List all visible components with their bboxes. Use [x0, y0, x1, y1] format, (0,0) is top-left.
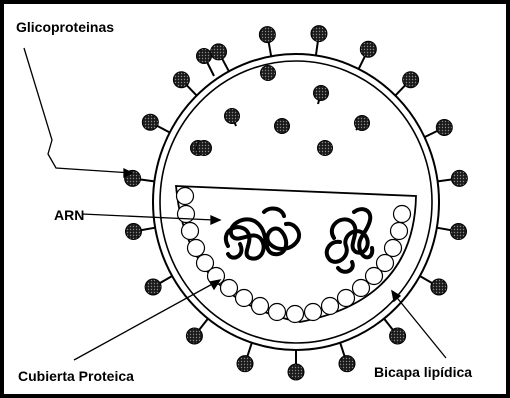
- capsomere: [287, 306, 304, 323]
- glycoprotein-spike: [259, 27, 275, 57]
- protein-coat-capsid: [176, 186, 416, 323]
- interior-glycoprotein: [225, 109, 240, 127]
- interior-glycoprotein: [314, 86, 329, 105]
- capsomere: [221, 280, 238, 297]
- capsomere: [338, 290, 355, 307]
- interior-glycoprotein: [318, 141, 333, 156]
- glycoprotein-spike: [438, 170, 468, 186]
- capsomere: [305, 304, 322, 321]
- capsomere: [391, 223, 408, 240]
- glycoprotein-spike: [186, 319, 208, 344]
- glycoprotein-spike: [145, 276, 172, 295]
- rna-label: ARN: [54, 207, 84, 223]
- protein-coat-label: Cubierta Proteica: [18, 368, 134, 384]
- protein-coat-arrow-line: [74, 282, 216, 360]
- capsomere: [178, 206, 195, 223]
- interior-glycoprotein: [197, 141, 212, 156]
- glycoprotein-spike: [359, 41, 377, 69]
- capsomere: [188, 240, 205, 257]
- capsomere: [236, 290, 253, 307]
- lipid-bilayer-label: Bicapa lipídica: [374, 364, 472, 380]
- glycoprotein-spike: [288, 350, 304, 380]
- lipid-bilayer-arrow-line: [394, 294, 446, 358]
- capsomere: [394, 206, 411, 223]
- glycoprotein-spike: [384, 319, 406, 344]
- capsomere: [385, 240, 402, 257]
- glycoprotein-spike: [395, 72, 418, 96]
- capsomere: [377, 255, 394, 272]
- capsomere: [322, 298, 339, 315]
- glycoprotein-spike: [437, 224, 467, 240]
- glycoprotein-spike: [425, 119, 453, 137]
- interior-glycoprotein: [355, 116, 370, 131]
- capsomere: [269, 304, 286, 321]
- capsomere: [182, 223, 199, 240]
- glycoproteins-label: Glicoproteinas: [16, 19, 114, 35]
- interior-glycoproteins: [191, 49, 370, 156]
- capsomere: [252, 298, 269, 315]
- glycoprotein-spike: [142, 114, 169, 132]
- interior-glycoprotein: [261, 66, 276, 81]
- capsomere: [177, 188, 194, 205]
- glycoprotein-spike: [311, 26, 327, 56]
- glycoprotein-spike: [339, 343, 355, 372]
- capsomere: [353, 280, 370, 297]
- glycoprotein-spike: [173, 72, 196, 96]
- glycoprotein-spike: [126, 224, 156, 240]
- glycoprotein-spike: [237, 343, 253, 372]
- glycoprotein-spike: [420, 276, 447, 295]
- interior-glycoprotein: [275, 119, 290, 134]
- glycoprotein-spike: [211, 44, 229, 71]
- virus-diagram: [4, 4, 506, 394]
- glycoprotein-arrow-line: [24, 48, 132, 173]
